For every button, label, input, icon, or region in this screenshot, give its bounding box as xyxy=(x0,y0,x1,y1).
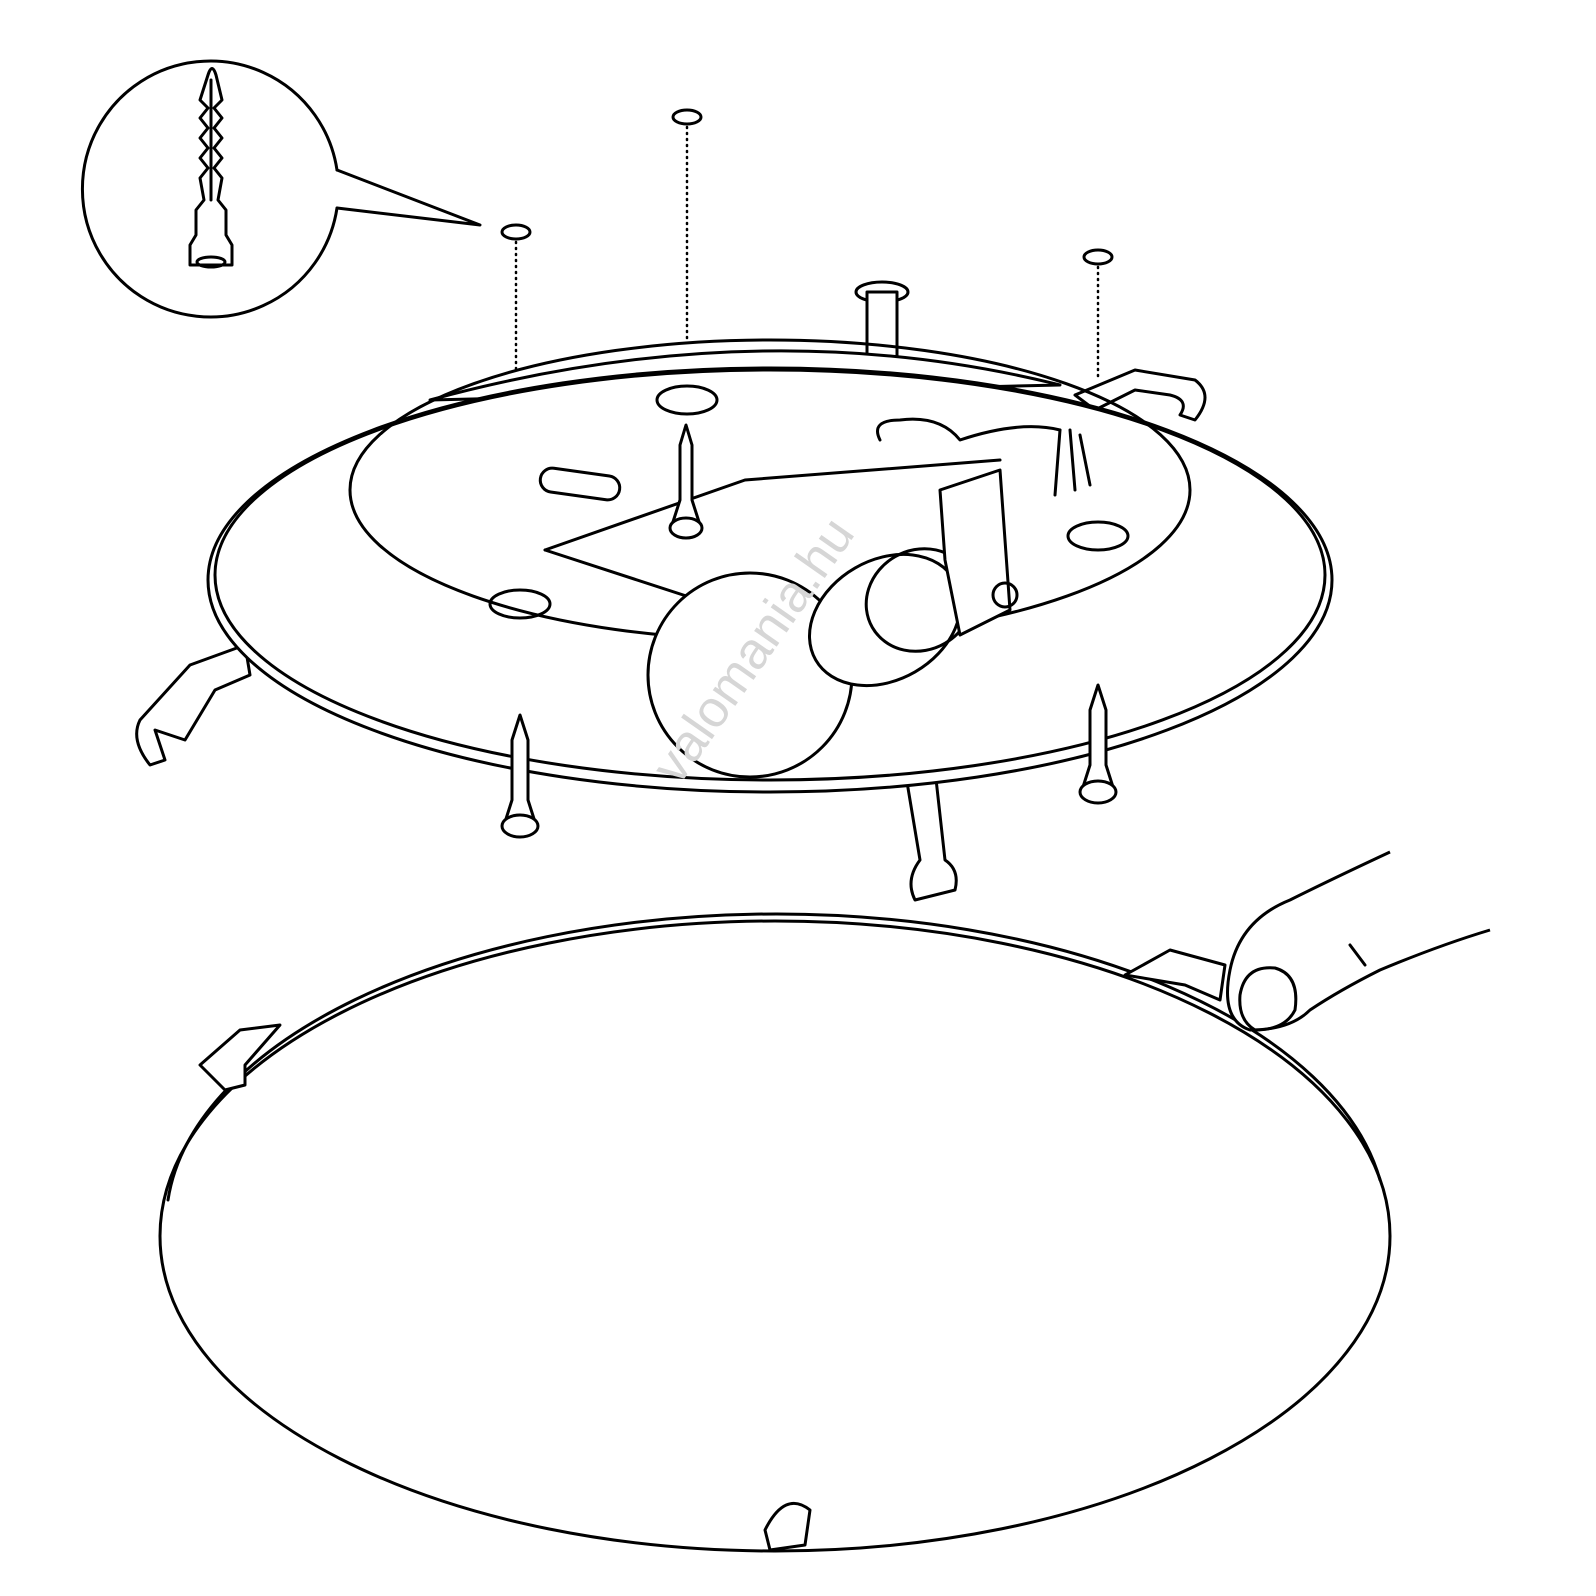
light-bulb xyxy=(646,468,1019,779)
wall-plug-inset xyxy=(80,59,482,319)
hand xyxy=(1226,850,1491,1032)
mounting-clips xyxy=(135,368,1207,902)
screws xyxy=(500,423,1118,839)
glass-shade xyxy=(158,912,1392,1553)
